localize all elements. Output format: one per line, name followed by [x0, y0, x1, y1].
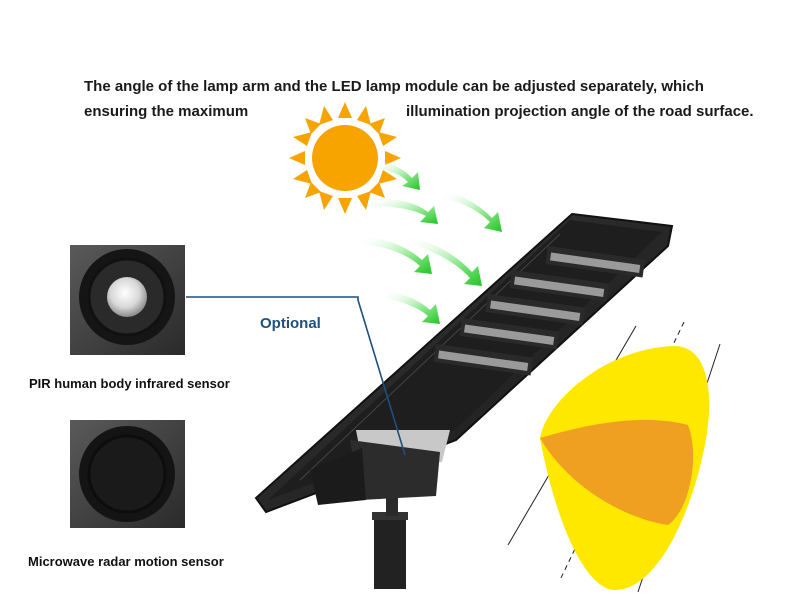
light-ray-arrow-icon — [362, 236, 432, 274]
headline-line-2-end: illumination projection angle of the roa… — [406, 103, 754, 120]
light-ray-arrow-icon — [445, 190, 502, 232]
light-ray-arrow-icon — [410, 236, 482, 286]
microwave-sensor-icon — [70, 420, 185, 528]
light-ray-arrow-icon — [378, 160, 420, 190]
light-beam — [540, 345, 710, 590]
microwave-sensor-caption: Microwave radar motion sensor — [28, 554, 224, 569]
optional-label: Optional — [260, 315, 321, 332]
light-ray-arrows — [362, 160, 502, 324]
headline-line-2-start: ensuring the maximum — [84, 103, 249, 120]
pir-sensor-caption: PIR human body infrared sensor — [29, 376, 230, 391]
light-ray-arrow-icon — [370, 198, 438, 224]
led-modules — [433, 245, 646, 376]
connector-line — [186, 296, 406, 456]
pir-sensor-icon — [70, 245, 185, 355]
sun-icon — [289, 102, 401, 214]
light-ray-arrow-icon — [385, 290, 440, 324]
headline-line-1: The angle of the lamp arm and the LED la… — [84, 78, 704, 95]
